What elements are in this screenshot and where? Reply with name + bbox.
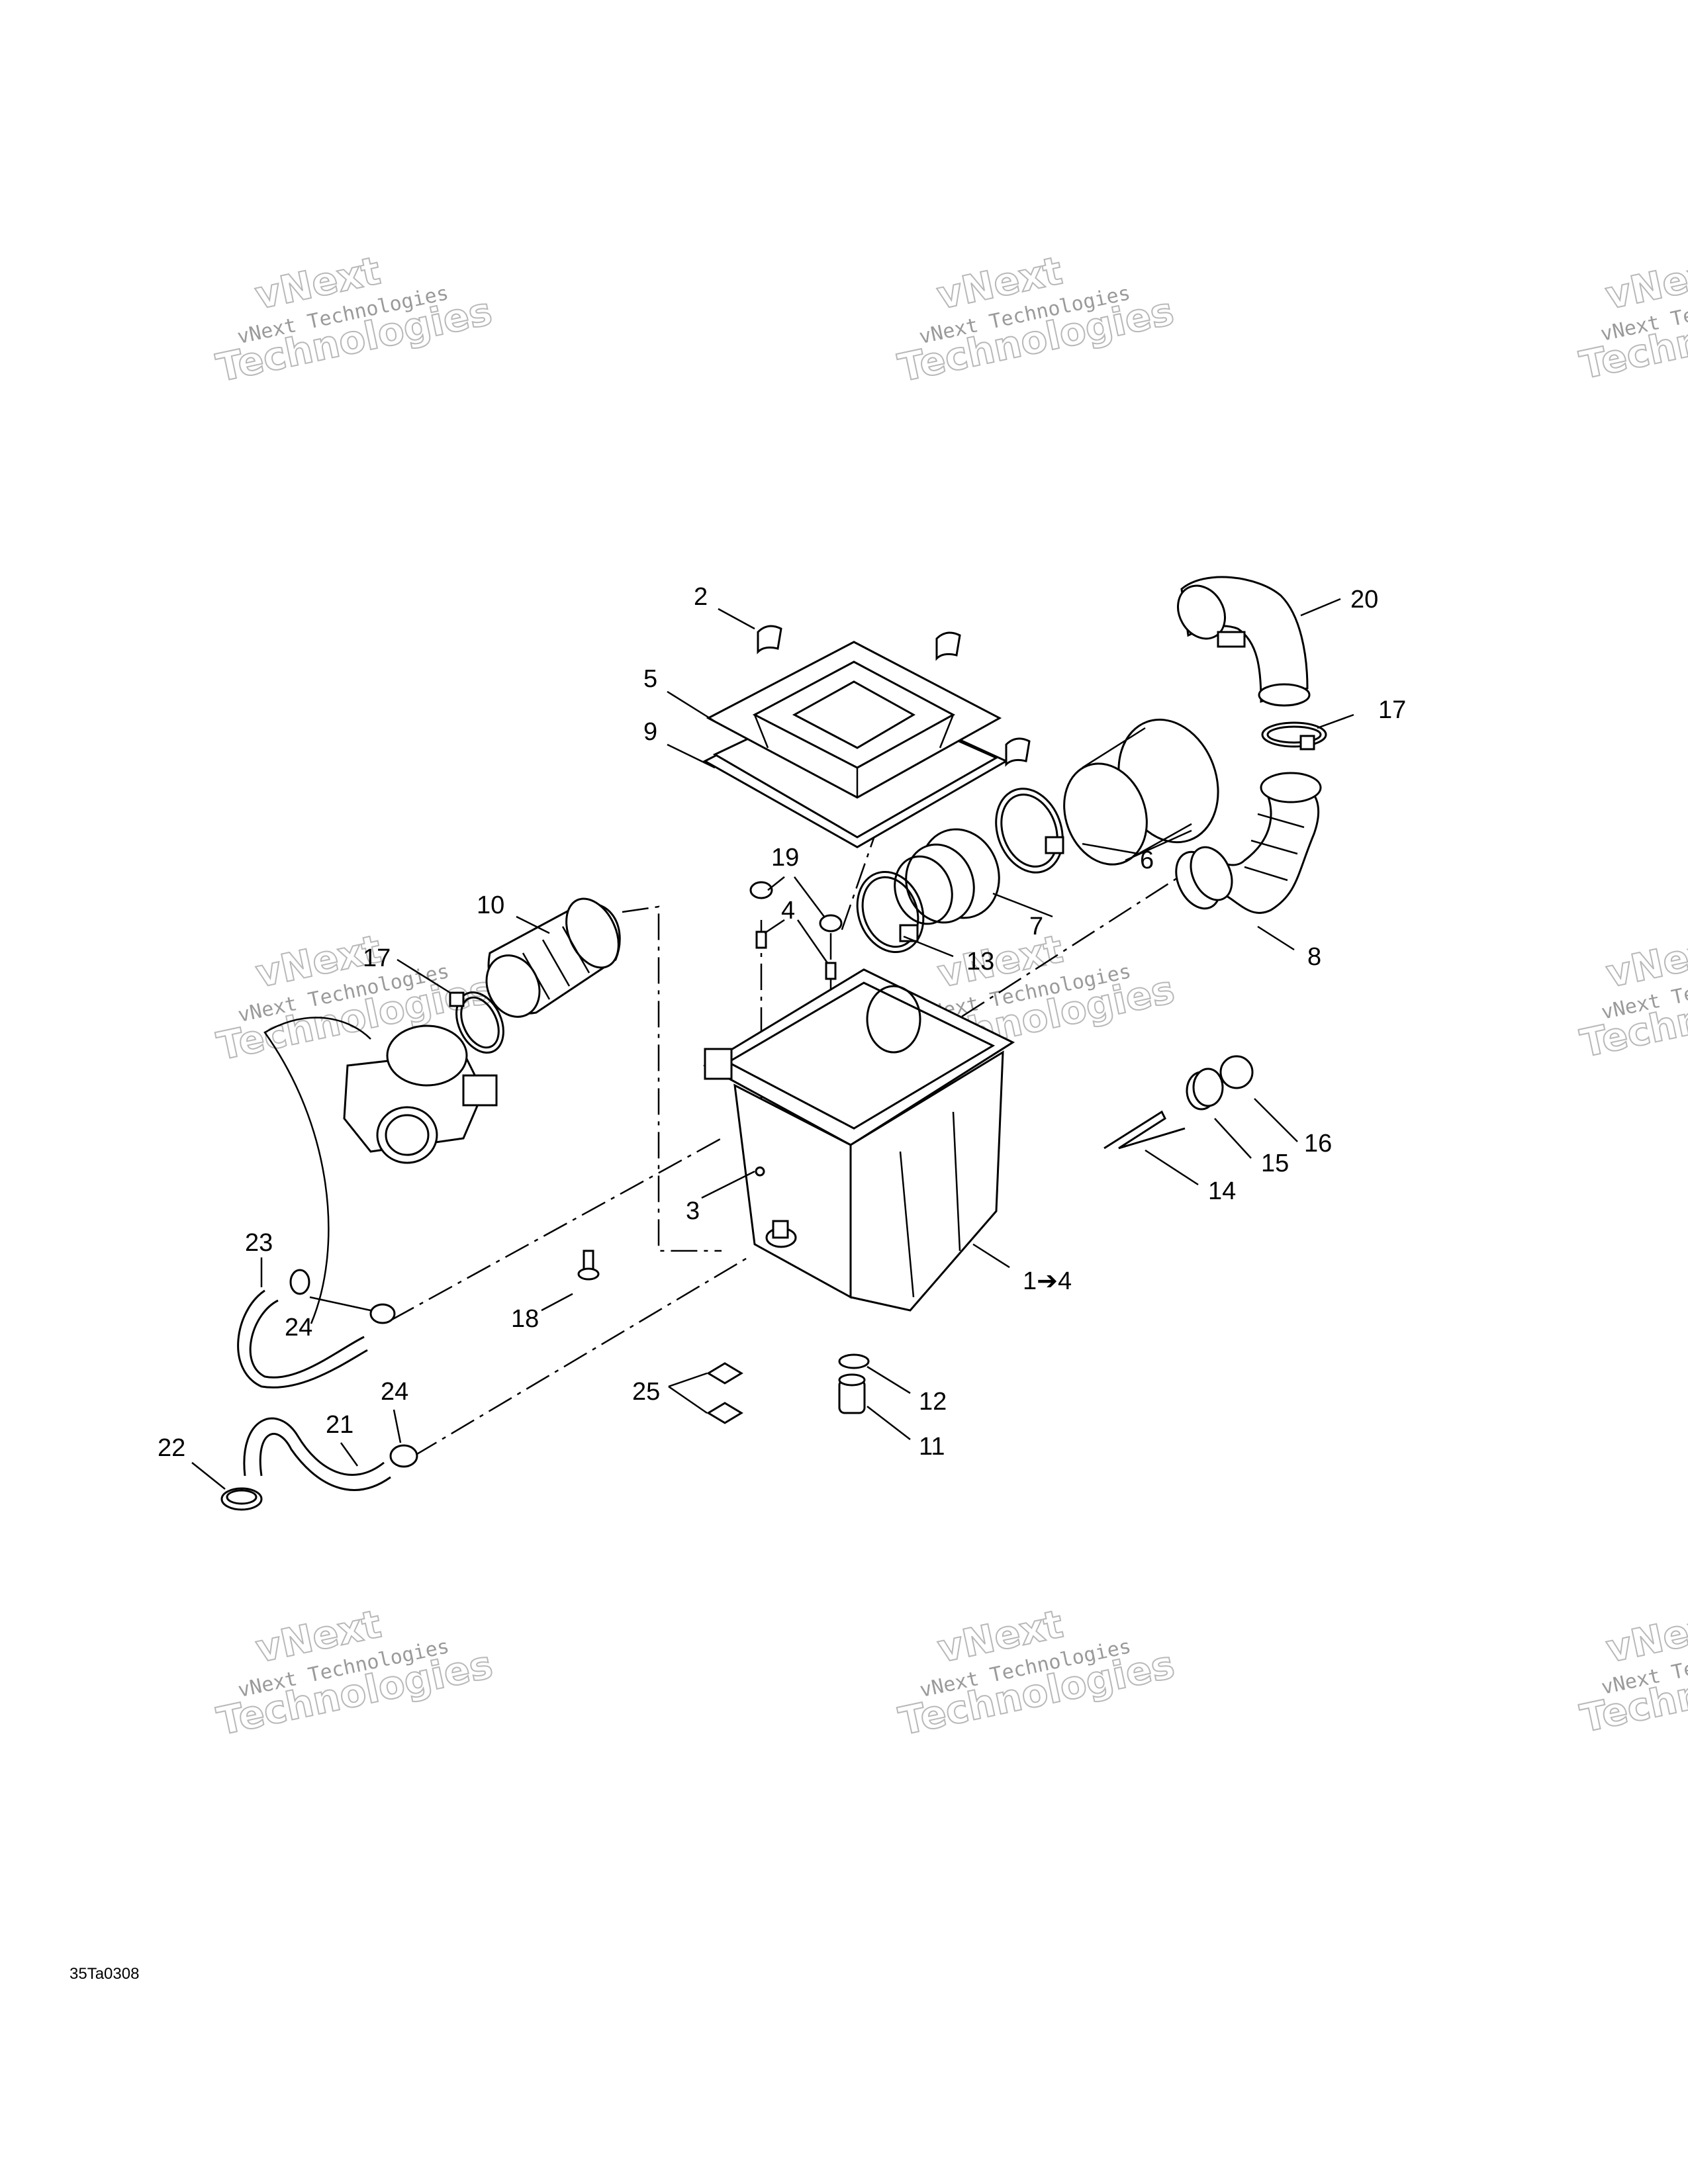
callout-17-left: 17 — [363, 944, 391, 972]
plug — [755, 1166, 765, 1177]
callout-24-left: 24 — [285, 1314, 312, 1342]
callouts: 2 5 9 19 4 6 7 13 8 20 17 10 17 3 1➔4 18… — [158, 583, 1406, 1462]
drain-plug — [1219, 1055, 1254, 1089]
alignment-line-24a — [390, 1137, 722, 1322]
callout-16: 16 — [1304, 1130, 1332, 1158]
callout-18: 18 — [511, 1305, 539, 1333]
callout-8: 8 — [1307, 943, 1321, 971]
intake-hose — [1175, 772, 1322, 914]
watermark-bottom-center: vNext Technologies vNext Technologies — [894, 1600, 1179, 1745]
carburetor — [343, 1024, 498, 1164]
watermark-top-left: vNext Technologies vNext Technologies — [212, 247, 496, 391]
vent-hose-23 — [237, 1289, 368, 1388]
callout-21: 21 — [326, 1411, 353, 1439]
callout-25: 25 — [632, 1378, 660, 1406]
stud-4b — [825, 962, 837, 980]
callout-19: 19 — [771, 844, 799, 872]
carburetor-adaptor — [485, 897, 621, 1018]
cover-clip-a — [757, 625, 782, 655]
callout-5: 5 — [643, 665, 657, 693]
alignment-line-10 — [622, 905, 722, 1252]
drawing-id: 35Ta0308 — [70, 1965, 139, 1983]
callout-24-right: 24 — [381, 1378, 408, 1406]
watermark-mid-right: vNext Technologies vNext Technologies — [1576, 925, 1688, 1067]
callout-12: 12 — [919, 1388, 947, 1416]
alignment-line-24b — [413, 1256, 749, 1457]
retainer-wire — [1103, 1110, 1186, 1150]
watermark-top-right: vNext Technologies vNext Technologies — [1575, 247, 1688, 388]
coupler — [894, 828, 1000, 925]
alignment-line-13 — [839, 780, 895, 934]
callout-10: 10 — [477, 891, 504, 919]
callout-9: 9 — [643, 718, 657, 746]
hose-23-line — [263, 1017, 371, 1324]
callout-14: 14 — [1208, 1177, 1236, 1205]
air-box-body — [702, 968, 1015, 1312]
leader-lines — [191, 598, 1354, 1490]
elbow-clamp — [1261, 721, 1327, 751]
drain-clamp — [838, 1353, 870, 1369]
adaptor-clamp — [449, 991, 504, 1054]
drain-cap — [1186, 1068, 1224, 1111]
watermark-bottom-right: vNext Technologies vNext Technologies — [1576, 1600, 1688, 1742]
nut-19b — [819, 914, 843, 933]
callout-13: 13 — [966, 948, 994, 976]
hose-clamp-24b — [389, 1444, 418, 1468]
callout-20: 20 — [1350, 586, 1378, 614]
callout-2: 2 — [694, 583, 708, 611]
cover-clip-c — [1005, 737, 1031, 767]
callout-22: 22 — [158, 1434, 185, 1462]
intake-elbow — [1177, 576, 1311, 707]
hose-clamp-22 — [220, 1487, 263, 1511]
alignment-line-8 — [926, 859, 1205, 1040]
callout-1-4: 1➔4 — [1023, 1267, 1072, 1295]
screw — [577, 1250, 600, 1281]
watermark-top-center: vNext Technologies vNext Technologies — [894, 247, 1178, 391]
stud-4a — [755, 931, 767, 949]
intake-clamp-6 — [995, 788, 1064, 874]
hose-clamp-24a — [289, 1269, 396, 1324]
watermark-bottom-left: vNext Technologies vNext Technologies — [212, 1600, 497, 1745]
callout-7: 7 — [1029, 913, 1043, 940]
air-box-cover — [706, 641, 1002, 799]
callout-17-top: 17 — [1378, 696, 1406, 724]
intake-adaptor — [1063, 718, 1219, 866]
callout-15: 15 — [1261, 1150, 1289, 1177]
pad-25b — [706, 1402, 743, 1424]
callout-3: 3 — [686, 1197, 700, 1225]
cover-clip-b — [935, 631, 961, 661]
callout-6: 6 — [1140, 846, 1154, 874]
callout-23: 23 — [245, 1229, 273, 1257]
drain-tube — [838, 1373, 866, 1414]
nut-19a — [749, 881, 773, 899]
drain-hose-21 — [243, 1417, 391, 1491]
callout-4: 4 — [781, 897, 795, 925]
callout-11: 11 — [919, 1433, 945, 1461]
pad-25a — [706, 1362, 743, 1385]
